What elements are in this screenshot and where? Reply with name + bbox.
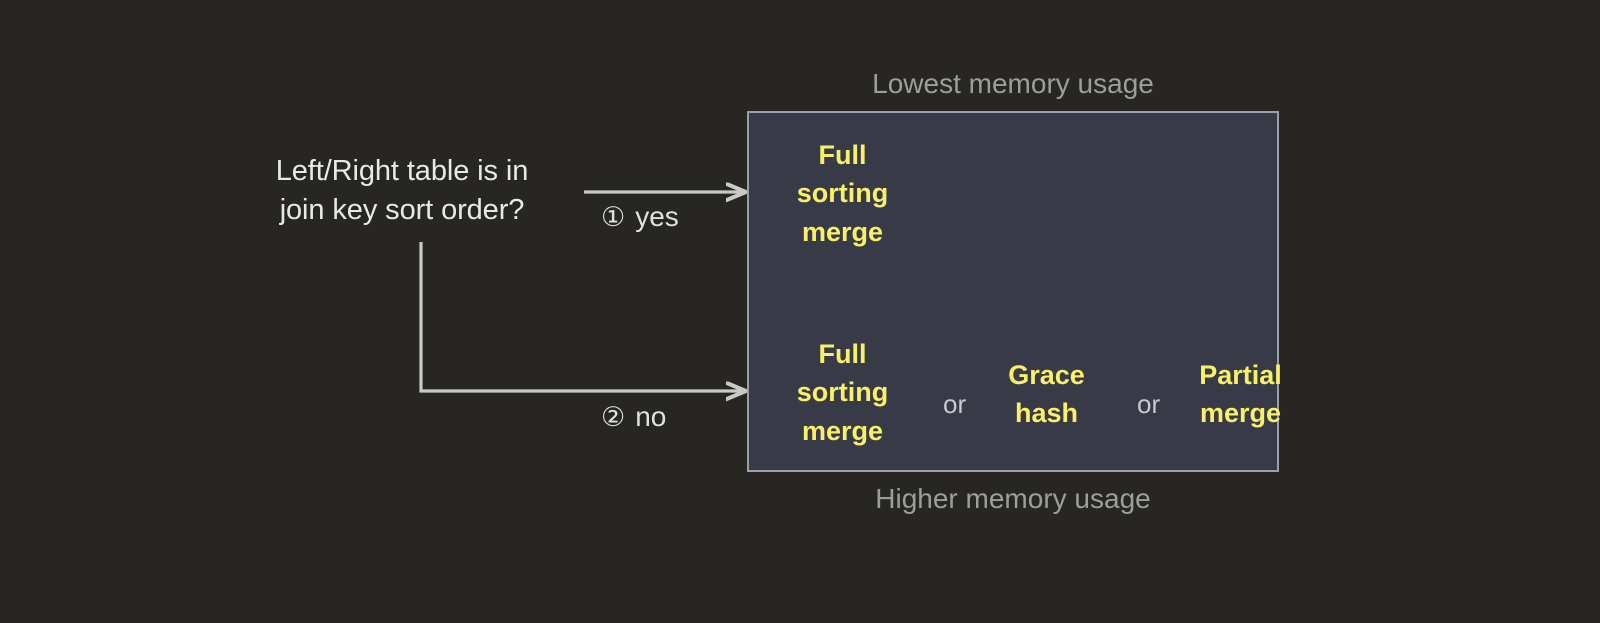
options-box: Full sorting merge Full sorting merge or… bbox=[747, 111, 1282, 472]
branch-label-yes: ① yes bbox=[601, 201, 679, 233]
option-partial-merge: Partial merge bbox=[1199, 360, 1282, 429]
circled-number-2: ② bbox=[601, 402, 626, 433]
option-joiner-1: or bbox=[943, 389, 967, 419]
branch-yes-text: yes bbox=[635, 201, 679, 232]
caption-lowest-memory: Lowest memory usage bbox=[872, 68, 1154, 99]
arrow-no bbox=[419, 242, 744, 391]
decision-question: Left/Right table is in join key sort ord… bbox=[275, 155, 529, 226]
option-grace-hash: Grace hash bbox=[1008, 360, 1085, 429]
circled-number-1: ① bbox=[601, 202, 626, 233]
option-joiner-2: or bbox=[1137, 389, 1161, 419]
branch-label-no: ② no bbox=[601, 401, 667, 433]
branch-no-text: no bbox=[635, 401, 667, 432]
option-full-sorting-merge-no: Full sorting merge bbox=[796, 339, 889, 446]
caption-higher-memory: Higher memory usage bbox=[875, 483, 1151, 514]
option-full-sorting-merge-yes: Full sorting merge bbox=[796, 140, 889, 247]
